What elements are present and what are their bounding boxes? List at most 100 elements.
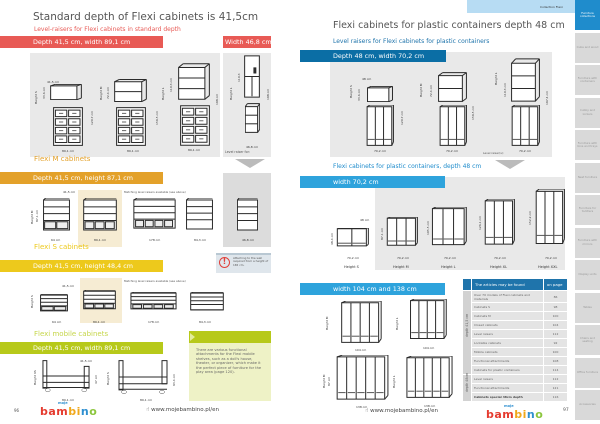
warning-text: Attaching to the wall required from a he… [233, 256, 269, 267]
cabinet-drawing [178, 63, 210, 100]
article-name: Cabinets special 48cm depth [471, 392, 544, 402]
cabinet-drawing [244, 55, 260, 98]
level-raiser-label: Level raiser(s): [483, 151, 504, 155]
cabinet-drawing [535, 189, 565, 247]
cabinet-drawers-diagram [180, 104, 210, 147]
collection-strip [467, 0, 575, 13]
width-label: 70,2 cm [374, 149, 387, 153]
sidebar-tab[interactable]: Display units [575, 260, 600, 291]
cabinet-s-89 [83, 290, 116, 310]
cabinet-drawing [511, 105, 540, 148]
wide-cabinet-m-104 [340, 301, 382, 345]
cabinet-drawing [386, 217, 418, 247]
cabinet-drawing [114, 79, 147, 102]
website-link-right[interactable]: ☝ www.mojebambino.pl/en [365, 408, 438, 414]
page-number-right: 97 [563, 408, 569, 413]
article-page: 100 [543, 347, 568, 357]
sidebar-tab[interactable]: Cubby and lockers [575, 97, 600, 129]
cabinet-drawing [116, 106, 146, 147]
cabinet-m-178 [133, 198, 176, 230]
m-section-title: Flexi M cabinets [34, 155, 91, 163]
sidebar-tab[interactable]: Tables [575, 292, 600, 324]
cabinet-drawing [484, 199, 515, 247]
cabinet-drawing [190, 292, 224, 311]
cabinet-drawing [40, 294, 68, 312]
height-label: 87,1 cm [380, 227, 384, 240]
bar-width-70: width 70,2 cm [300, 176, 445, 188]
width-label: 89,1 cm [94, 238, 107, 242]
article-name: Cabinets M [471, 311, 544, 321]
height-label: Height S [34, 91, 38, 104]
mobile-section-title: Flexi mobile cabinets [34, 330, 109, 338]
cabinet-drawing [83, 290, 116, 310]
width-label: 89,1 cm [140, 398, 153, 402]
mobile-total-value: 93,4 cm [172, 373, 176, 386]
width-label: 138 cm [424, 404, 436, 408]
height-label: Height L [395, 317, 399, 330]
raiser-height-label: 110,3 cm [503, 82, 507, 97]
sidebar-tab[interactable]: Furniture for toddlers [575, 195, 600, 226]
sidebar-tab[interactable]: Furniture with bins and trays [575, 130, 600, 161]
sidebar-tab[interactable]: Furniture collections [575, 0, 600, 31]
cabinet-drawing [42, 360, 90, 392]
mobile-cabinet-s [118, 360, 168, 394]
raiser-narrow-diagram [244, 55, 260, 98]
website-link-left[interactable]: ☝ www.mojebambino.pl/en [146, 407, 219, 413]
article-name: Functional attachments [471, 383, 544, 393]
sidebar-tab[interactable]: Office furniture [575, 357, 600, 389]
raiser-s-diagram [50, 84, 82, 100]
bar-mobile-depth: Depth 41,5 cm, width 89,1 cm [0, 342, 163, 354]
sidebar-tab[interactable]: Nest furniture [575, 162, 600, 194]
sidebar-tab[interactable]: Chairs and seating [575, 325, 600, 356]
height-name: Height XL [490, 265, 508, 269]
total-label: 159,5 cm [155, 110, 159, 125]
article-page: 100 [543, 311, 568, 321]
cabinet-drawers-diagram [116, 106, 146, 147]
height-value: 87,1 cm [35, 209, 39, 222]
raiser-m-diagram [114, 79, 147, 102]
article-name: Mobile cabinets [471, 347, 544, 357]
cabinet-drawing [50, 84, 82, 100]
logo-moje: moje [58, 401, 68, 405]
width-label: 46,8 cm [242, 238, 255, 242]
left-title: Standard depth of Flexi cabinets is 41,5… [33, 11, 259, 23]
width-label: 70,2 cm [397, 256, 410, 260]
bar-width-104-138: width 104 cm and 138 cm [300, 283, 445, 295]
width-label: 84,3 cm [199, 320, 212, 324]
article-name: Level raisers [471, 374, 544, 384]
cabinet-drawing [180, 104, 210, 147]
bar-depth-width: Depth 41,5 cm, width 89,1 cm [0, 36, 163, 48]
width-label: 104 cm [355, 348, 367, 352]
height-label: Height S [106, 372, 110, 385]
article-name: Cabinets for plastic containers [471, 365, 544, 375]
wide-cabinet-l-138 [405, 356, 453, 400]
sidebar-tab[interactable]: Furniture with mirrors [575, 227, 600, 259]
container-cabinet-diagram [366, 105, 394, 148]
depth-label: 48 cm [362, 77, 372, 81]
cabinet-drawing [133, 198, 176, 230]
width-label: 89,1 cm [188, 148, 201, 152]
sidebar-tab[interactable]: Accessories [575, 390, 600, 421]
article-page: 86 [543, 290, 568, 303]
width-label: 70,2 cm [494, 256, 507, 260]
cabinet-drawing [409, 299, 447, 341]
cabinet-narrow-diagram [245, 103, 260, 133]
right-subtitle: Level raisers for Flexi cabinets for pla… [333, 38, 490, 45]
height-label: 152,2 cm [528, 210, 532, 225]
sidebar-tab[interactable]: Furniture with containers [575, 65, 600, 96]
height-label: Height S [349, 85, 353, 98]
width-label: 64 cm [52, 320, 62, 324]
sidebar-tab[interactable]: Cube and wood [575, 32, 600, 64]
width-label: 70,2 cm [519, 149, 532, 153]
article-page: 98 [543, 302, 568, 312]
height-label: Height L [494, 72, 498, 85]
cabinet-m-46 [237, 198, 258, 232]
article-page: 121 [543, 383, 568, 393]
width-label: 104 cm [423, 346, 435, 350]
cabinet-drawing [336, 228, 369, 247]
total-label: 198 cm [266, 88, 270, 100]
raiser-l-diagram [511, 58, 540, 102]
